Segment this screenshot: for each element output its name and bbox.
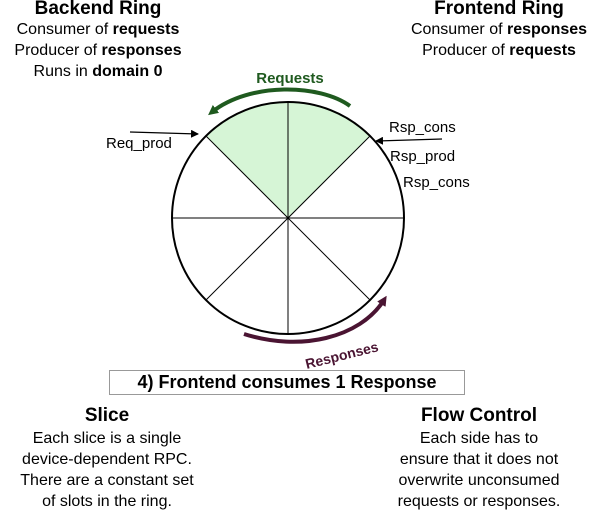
backend-ring-title: Backend Ring [34,0,162,19]
req-prod-label: Req_prod [106,135,172,152]
rsp-prod-label: Rsp_prod [390,148,455,165]
slice-line-4: of slots in the ring. [42,493,172,510]
frontend-ring-line-1: Consumer of responses [410,21,588,38]
frontend-ring-title: Frontend Ring [434,0,564,19]
slot-divider-diagonal-2 [205,135,371,301]
slice-line-1: Each slice is a single [32,430,182,447]
flow-control-line-4: requests or responses. [397,493,561,510]
filled-slot-2 [288,102,370,218]
responses-label: Responses [304,338,381,372]
req-prod-pointer [129,129,199,138]
filled-slot-1 [206,102,288,218]
flow-control-title: Flow Control [420,405,538,426]
slice-line-3: There are a constant set [20,472,194,489]
slot-dividers [172,102,404,334]
frontend-ring-line-2: Producer of requests [422,42,576,59]
step-caption: 4) Frontend consumes 1 Response [109,370,465,395]
slice-title: Slice [84,405,130,426]
requests-label: Requests [256,70,324,87]
frontend-ring-description: Frontend Ring Consumer of responses Prod… [393,0,605,61]
flow-control-line-2: ensure that it does not [399,451,559,468]
requests-arrow [208,87,352,116]
responses-arrow [243,295,387,344]
flow-control-line-3: overwrite unconsumed [398,472,560,489]
slice-description: Slice Each slice is a single device-depe… [0,405,214,512]
rsp-cons-label-2: Rsp_cons [403,174,470,191]
slice-line-2: device-dependent RPC. [22,451,192,468]
rsp-cons-label-1: Rsp_cons [389,119,456,136]
rsp-cons-pointer [375,136,443,145]
flow-control-description: Flow Control Each side has to ensure tha… [378,405,580,512]
backend-ring-line-2: Producer of responses [14,42,182,59]
filled-slots [206,102,370,218]
backend-ring-description: Backend Ring Consumer of requests Produc… [0,0,196,82]
backend-ring-line-3: Runs in domain 0 [33,63,163,80]
backend-ring-line-1: Consumer of requests [16,21,180,38]
flow-control-line-1: Each side has to [419,430,539,447]
